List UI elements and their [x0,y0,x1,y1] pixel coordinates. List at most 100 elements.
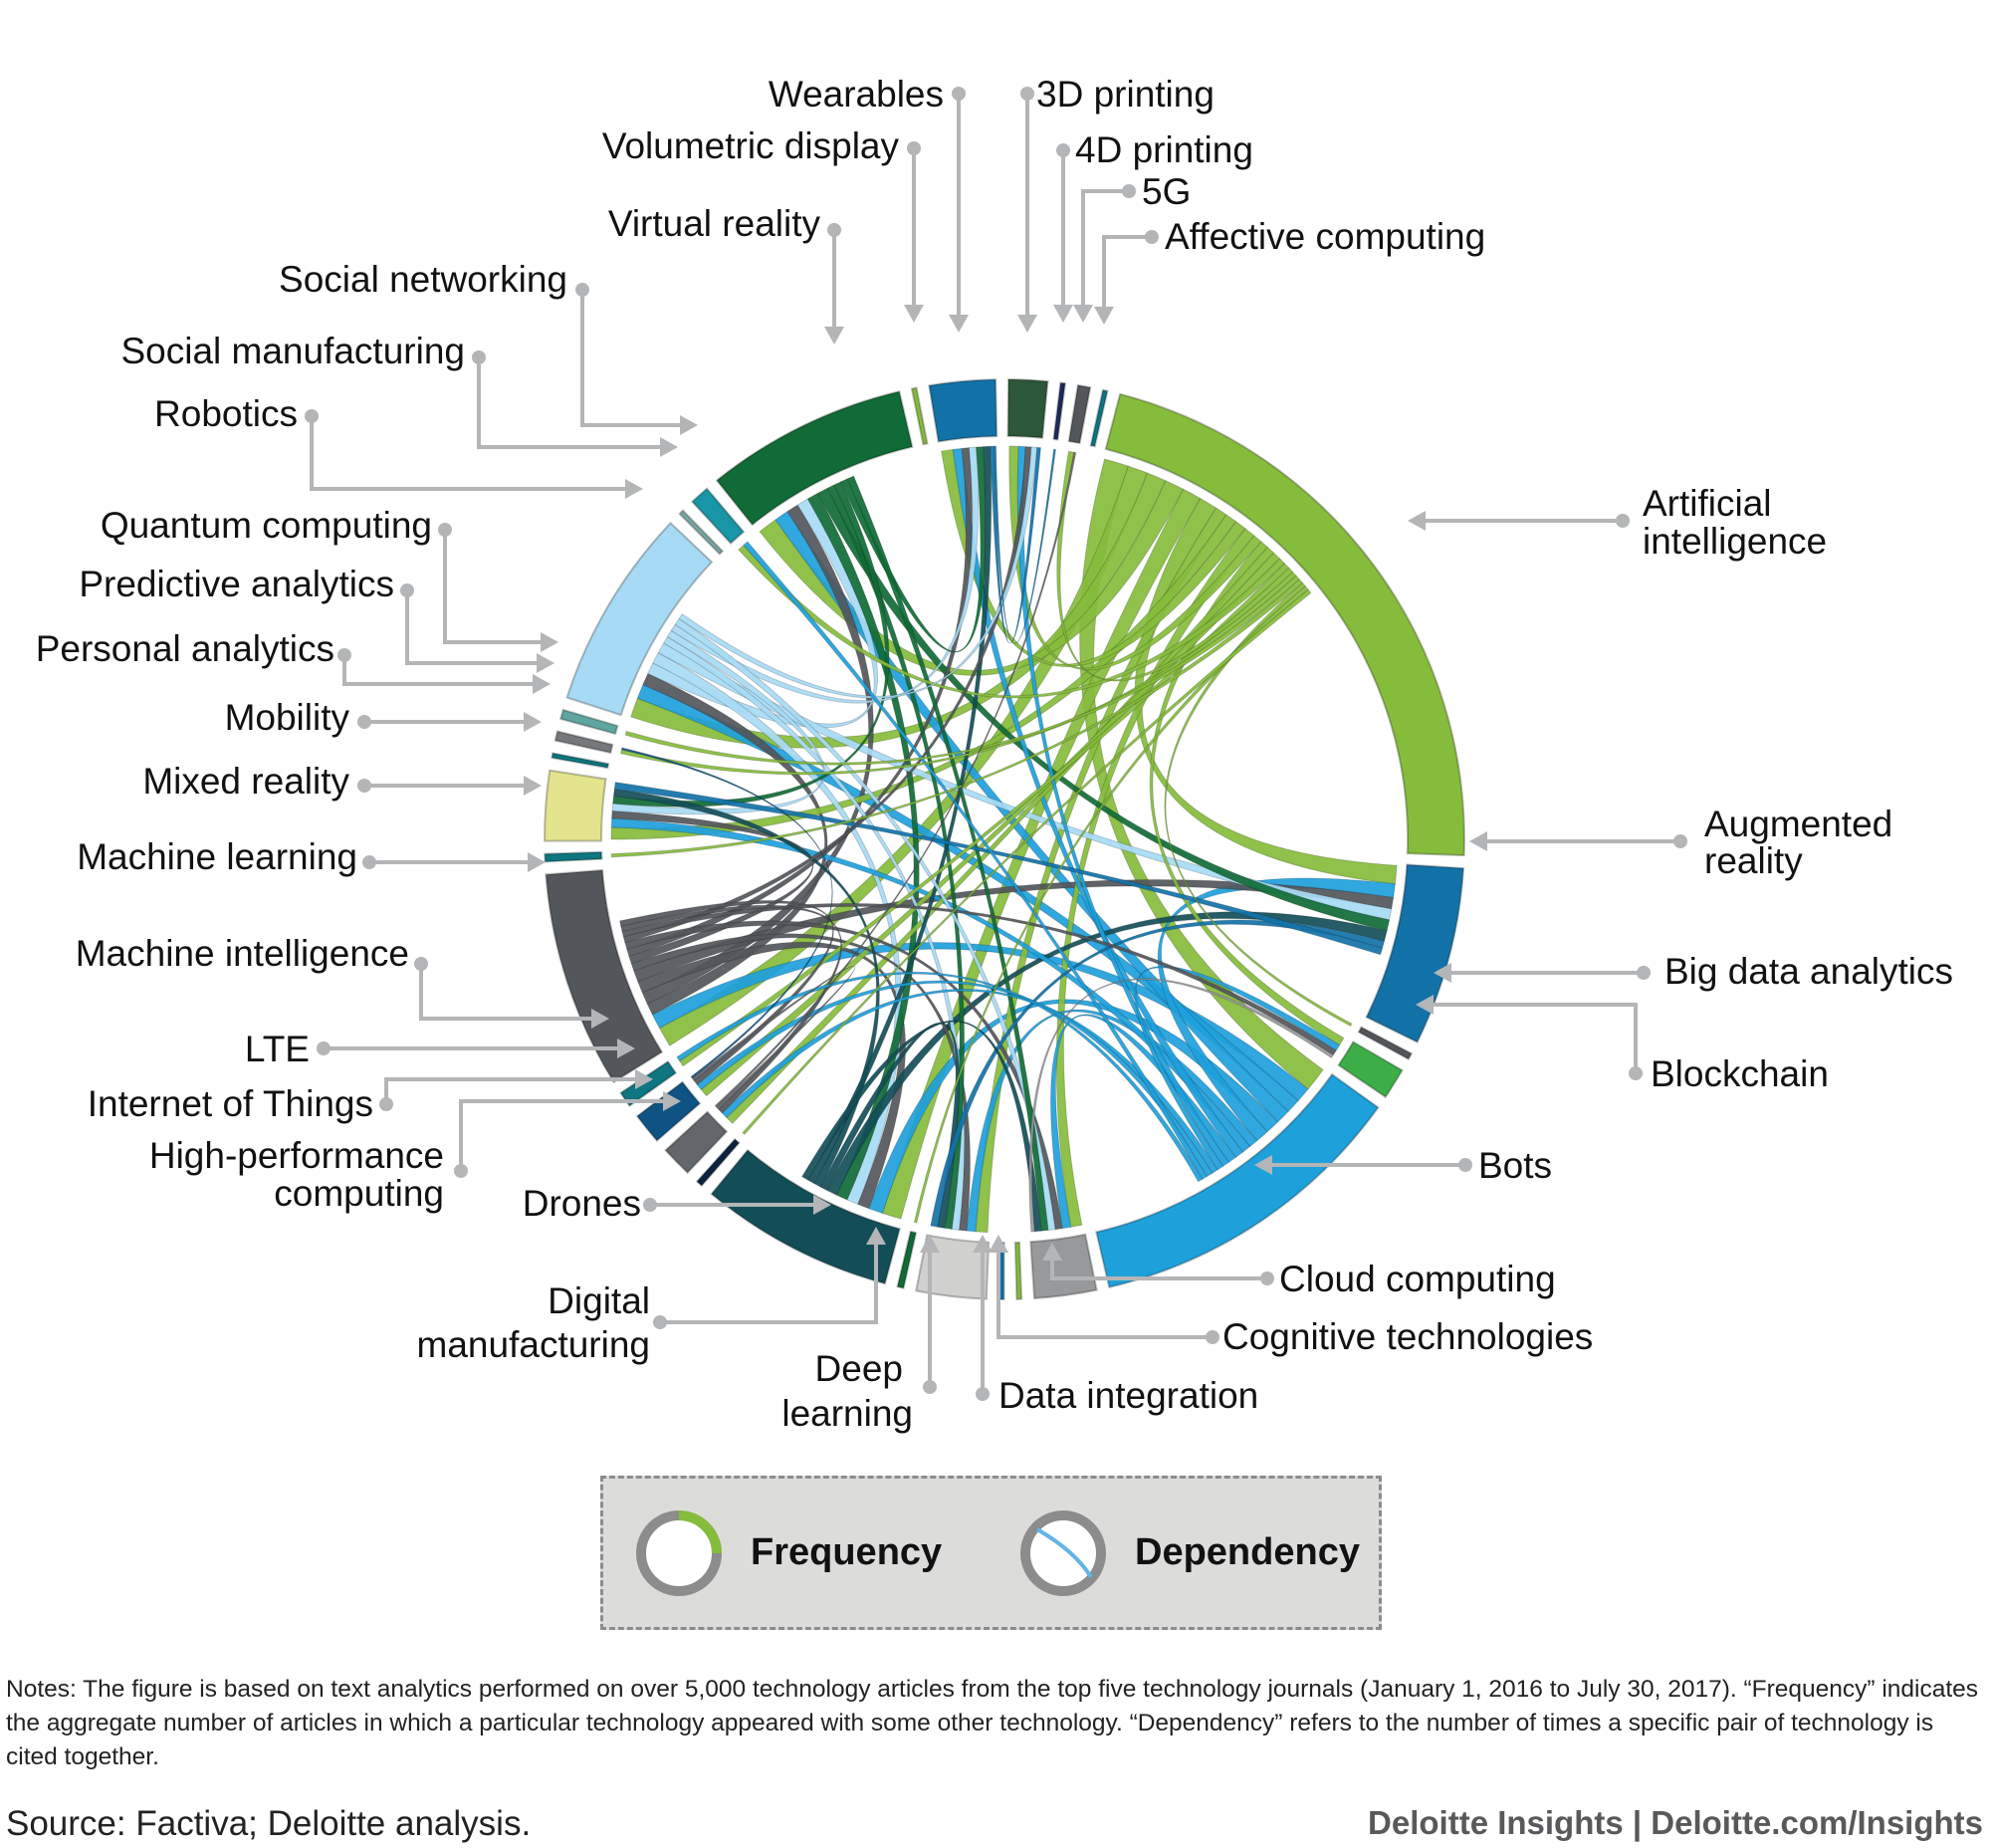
chord-internet-of-things-to-lte [691,965,856,1110]
chord-artificial-intelligence-to-mixed-reality [610,578,1304,858]
legend-frequency-label: Frequency [751,1531,943,1573]
chord-internet-of-things-to-machine-learning [620,904,842,1114]
chord-blockchain-to-machine-learning [621,902,1337,1056]
ring-segment-internet-of-things [664,1110,729,1175]
ring-segment-bots [1095,1072,1380,1289]
chord-mobility-to-virtual-reality [612,481,890,808]
ring-segment-volumetric-display [910,386,929,446]
label-drones: Drones [523,1183,641,1224]
chord-artificial-intelligence-to-deep-learning [975,507,1227,1234]
label-digital-manufacturing-line1: Digital [548,1280,650,1321]
chord-artificial-intelligence-to-high-performance-computing [742,588,1312,1136]
leader-lines [305,87,1687,1401]
chord-lte-to-machine-learning [618,900,834,1086]
chord-lte-to-predictive-analytics [620,747,833,1079]
label-hpc-line1: High-performance [149,1135,444,1176]
label-blockchain: Blockchain [1651,1053,1829,1094]
ring-segment-5g [1067,383,1092,445]
ring-segment-digital-manufacturing [896,1230,918,1289]
chord-cloud-computing-to-virtual-reality [846,475,1049,1232]
ring-segment-virtual-reality [715,390,914,527]
label-social-manufacturing: Social manufacturing [120,331,465,371]
ring-segment-4d-printing [1052,381,1067,441]
label-lte: LTE [245,1029,310,1069]
ring-segment-affective-computing [1089,388,1109,448]
dependency-chord-icon [1020,1509,1106,1596]
chord-augmented-reality-to-mobility [613,782,1384,956]
chord-augmented-reality-to-virtual-reality [816,487,1391,932]
ring-segment-cognitive-technologies [1013,1241,1023,1300]
chord-blockchain-to-bots [1134,966,1341,1171]
dependency-chords [610,445,1398,1234]
label-social-networking: Social networking [279,259,567,300]
label-5g: 5G [1142,171,1191,212]
chord-artificial-intelligence-to-drones [881,488,1202,1220]
chord-5g-to-artificial-intelligence [1056,450,1294,682]
chord-machine-learning-to-virtual-reality [641,504,874,1005]
legend-dependency: Dependency [1017,1479,1360,1627]
ring-segment-drones [710,1148,901,1285]
chord-4d-printing-to-wearables [994,445,1057,644]
chord-bots-to-drones [868,999,1279,1215]
chord-cloud-computing-to-drones [800,1020,1042,1233]
ring-segment-quantum-computing [558,708,619,736]
ring-segment-cloud-computing [1029,1233,1098,1300]
ring-segment-predictive-analytics [553,730,614,755]
label-cloud-computing: Cloud computing [1279,1259,1556,1299]
label-3d-printing: 3D printing [1036,74,1215,115]
ring-segment-big-data-analytics [1357,1026,1414,1061]
segment-labels: Wearables Volumetric display Virtual rea… [36,74,1953,1434]
ring-segment-social-manufacturing [678,509,725,556]
label-cognitive-technologies: Cognitive technologies [1222,1316,1593,1357]
label-predictive-analytics: Predictive analytics [79,564,394,604]
chord-bots-to-machine-intelligence [676,971,1204,1183]
chord-drones-to-mobility [612,788,880,1188]
chord-augmented-reality-to-deep-learning [930,919,1386,1228]
ring-segment-personal-analytics [551,752,610,770]
label-digital-manufacturing-line2: manufacturing [417,1324,650,1365]
chord-artificial-intelligence-to-big-data-analytics [1164,581,1353,1028]
chord-machine-learning-to-mobility [611,809,814,965]
chord-augmented-reality-to-drones [825,911,1388,1196]
chord-artificial-intelligence-to-quantum-computing [624,575,1301,766]
ring-segment-augmented-reality [1365,863,1465,1043]
source-text: Source: Factiva; Deloitte analysis. [6,1804,532,1843]
chord-artificial-intelligence-to-robotics [630,472,1167,749]
chord-mobility-to-robotics [611,629,825,815]
legend-box: Frequency Dependency [600,1476,1382,1630]
chord-3d-printing-to-bots [1016,445,1230,1168]
frequency-ring-icon [636,1509,722,1596]
label-artificial-intelligence-line1: Artificial [1643,483,1772,524]
chord-bots-to-social-networking [743,541,1209,1180]
ring-segment-social-networking [690,487,746,546]
chord-artificial-intelligence-to-blockchain [1149,541,1345,1046]
legend-dependency-label: Dependency [1135,1531,1360,1573]
label-virtual-reality: Virtual reality [608,203,821,244]
chord-drones-to-virtual-reality [806,492,920,1201]
chord-artificial-intelligence-to-social-networking [738,544,1286,699]
ring-segment-3d-printing [1006,378,1049,439]
label-big-data-analytics: Big data analytics [1664,951,1953,992]
chord-artificial-intelligence-to-digital-manufacturing [913,585,1309,1224]
chord-cloud-computing-to-robotics [674,617,1056,1232]
chord-diagram: Wearables Volumetric display Virtual rea… [36,74,1953,1434]
chord-bots-to-lte [696,980,1214,1178]
chord-artificial-intelligence-to-wearables [941,448,1246,667]
label-wearables: Wearables [769,74,944,115]
chord-deep-learning-to-drones [819,1022,961,1229]
label-machine-learning: Machine learning [77,836,357,877]
brand-text: Deloitte Insights | Deloitte.com/Insight… [1368,1804,1983,1841]
label-mobility: Mobility [225,697,350,738]
chord-3d-printing-to-robotics [678,446,1038,699]
chord-5g-to-internet-of-things [714,451,1077,1108]
label-data-integration: Data integration [998,1375,1258,1416]
frequency-ring [544,378,1465,1301]
label-hpc-line2: computing [274,1173,444,1214]
chord-augmented-reality-to-machine-learning [633,879,1395,983]
chord-blockchain-to-cloud-computing [1028,978,1334,1233]
notes-text: Notes: The figure is based on text analy… [6,1676,1979,1770]
label-mixed-reality: Mixed reality [142,761,349,802]
ring-segment-lte [635,1080,702,1143]
legend-frequency: Frequency [633,1479,942,1627]
ring-segment-mixed-reality [544,850,603,863]
